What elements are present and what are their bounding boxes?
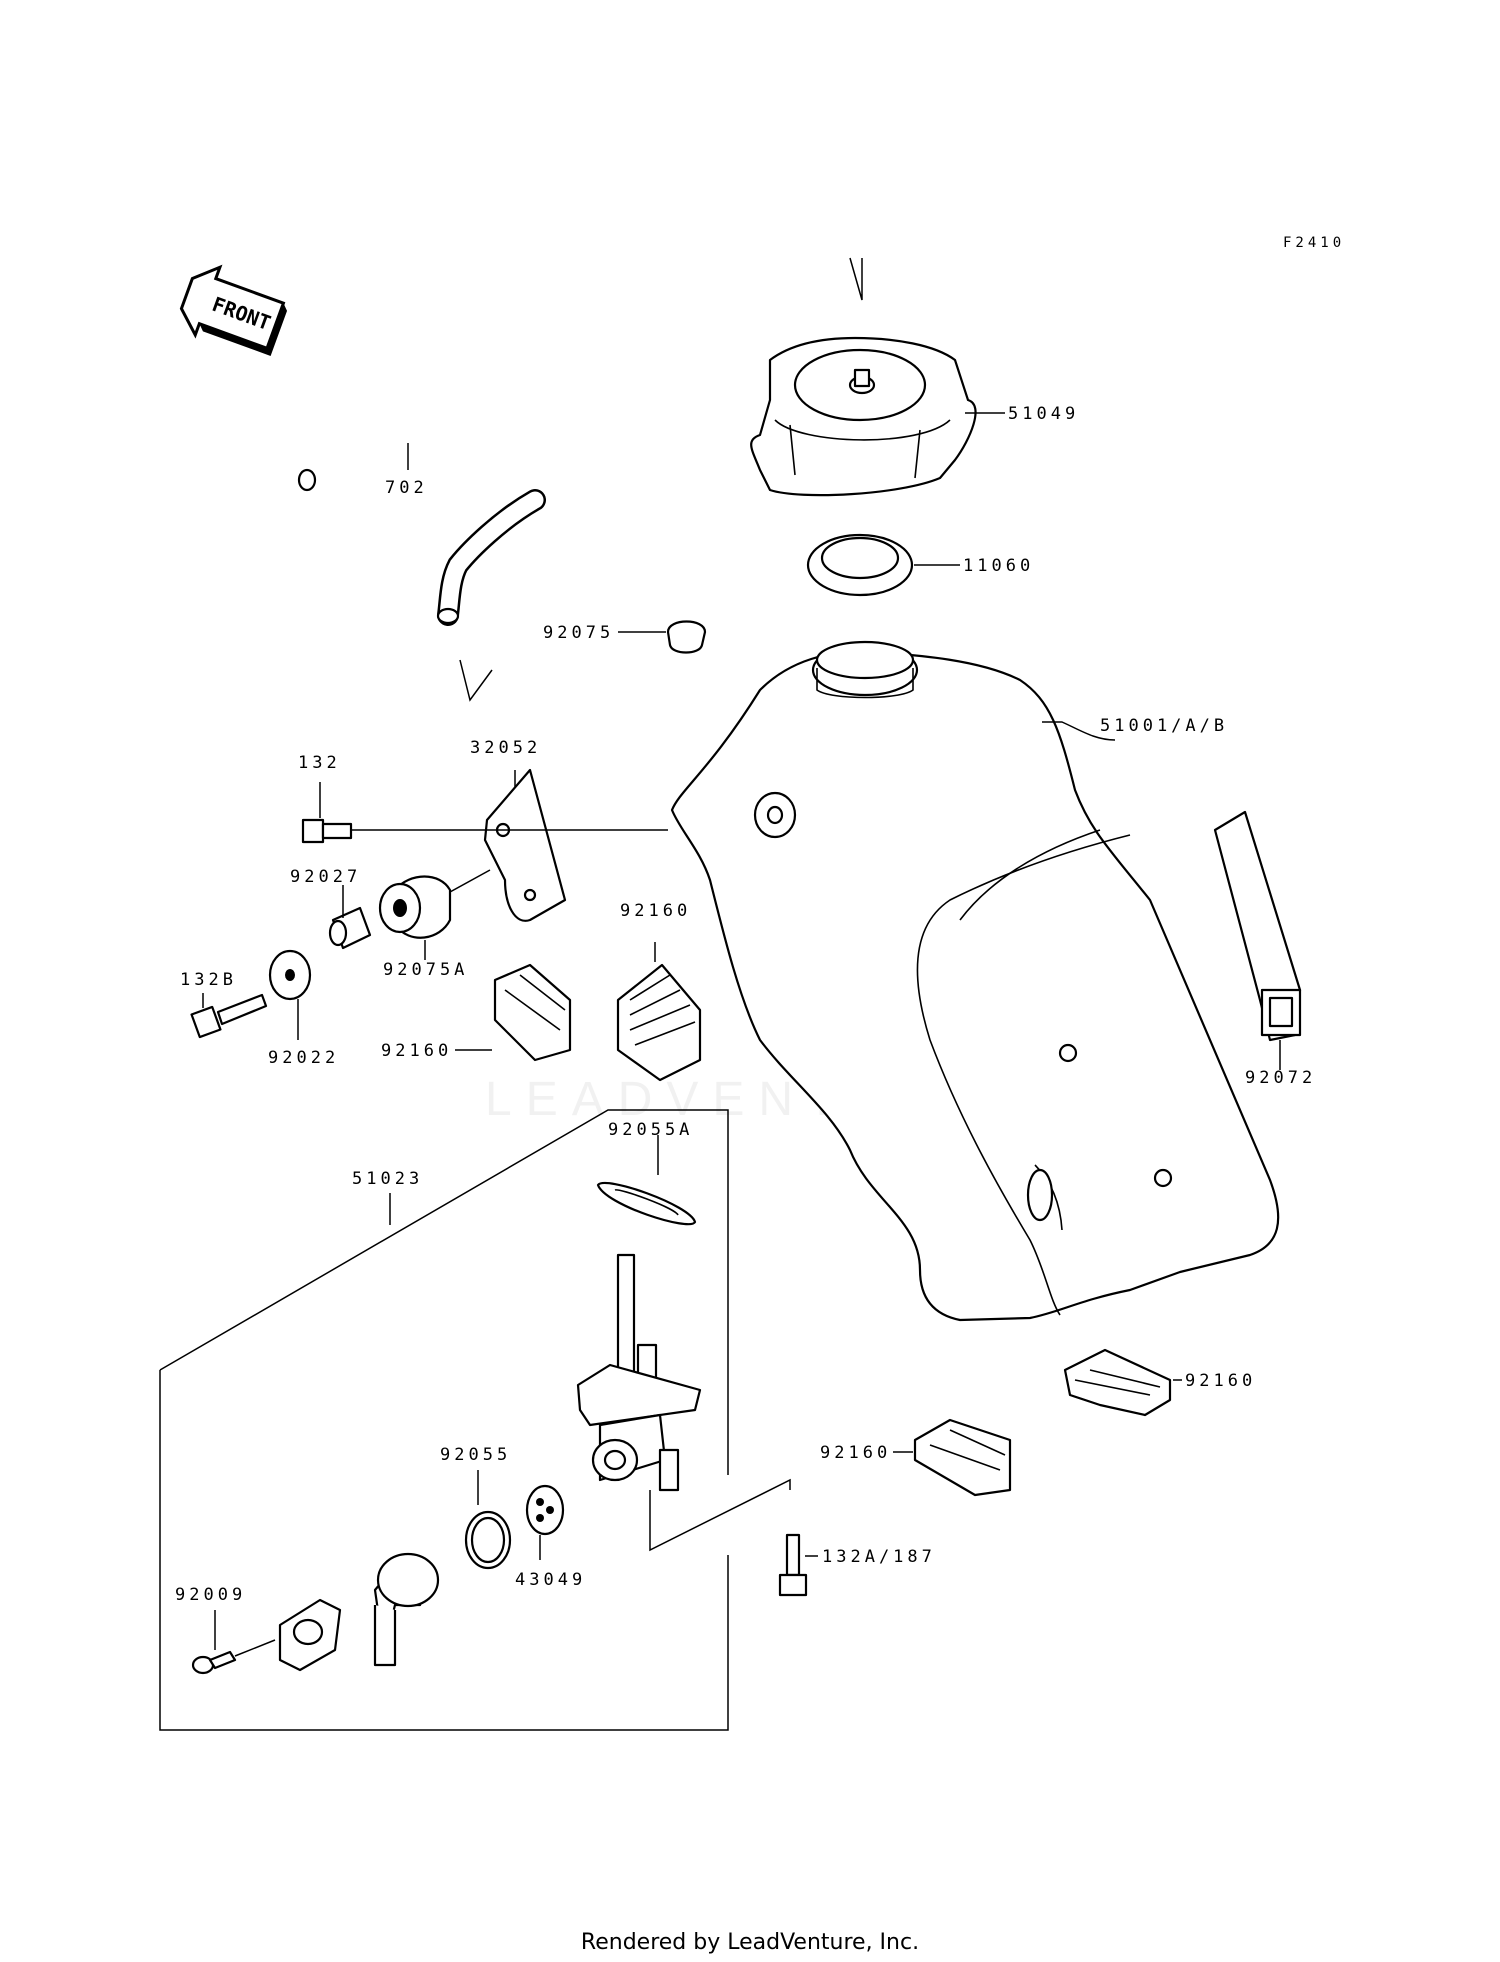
screw-92009 <box>191 1639 276 1675</box>
fuel-cock-assembly-box-51023 <box>159 1109 729 1731</box>
bolt-132 <box>301 818 353 844</box>
label-92022: 92022 <box>268 1048 339 1068</box>
cap-gasket-11060 <box>806 533 914 597</box>
strainer-pipe <box>373 1552 440 1667</box>
label-11060: 11060 <box>963 556 1034 576</box>
label-132B: 132B <box>180 970 237 990</box>
filter-disc-43049 <box>525 1484 565 1536</box>
label-92055: 92055 <box>440 1445 511 1465</box>
rubber-cap-92075 <box>666 620 707 654</box>
breather-hose-702 <box>296 257 863 702</box>
bracket-32052 <box>483 768 567 922</box>
label-92160-c: 92160 <box>1185 1371 1256 1391</box>
fuel-cap-51049 <box>750 336 977 497</box>
bolt-132A-187 <box>778 1533 808 1597</box>
bolt-132B <box>190 993 268 1039</box>
label-92160-b: 92160 <box>381 1041 452 1061</box>
fuel-cock-body <box>576 1253 702 1492</box>
label-92055A: 92055A <box>608 1120 693 1140</box>
label-702: 702 <box>385 478 428 498</box>
label-92160-a: 92160 <box>620 901 691 921</box>
label-92072: 92072 <box>1245 1068 1316 1088</box>
label-132A-187: 132A/187 <box>822 1547 936 1567</box>
label-32052: 32052 <box>470 738 541 758</box>
rubber-pad-92160-upper <box>616 963 702 1082</box>
label-132: 132 <box>298 753 341 773</box>
label-92009: 92009 <box>175 1585 246 1605</box>
label-92075A: 92075A <box>383 960 468 980</box>
washer-92022 <box>268 949 312 1001</box>
damper-92075A <box>378 869 491 939</box>
label-92075: 92075 <box>543 623 614 643</box>
footer-credit: Rendered by LeadVenture, Inc. <box>580 1930 920 1955</box>
fuel-tank-51001 <box>670 640 1280 1322</box>
collar-92027 <box>328 906 372 950</box>
label-92160-d: 92160 <box>820 1443 891 1463</box>
label-51001: 51001/A/B <box>1100 716 1228 736</box>
rubber-pad-92160-right <box>1063 1348 1172 1417</box>
o-ring-92055 <box>464 1510 512 1570</box>
tank-strap-92072 <box>1213 810 1302 1042</box>
figure-reference: F2410 <box>1283 235 1345 251</box>
lever-plate <box>278 1598 342 1672</box>
label-51023: 51023 <box>352 1169 423 1189</box>
gasket-92055A <box>596 1182 697 1226</box>
label-92027: 92027 <box>290 867 361 887</box>
label-51049: 51049 <box>1008 404 1079 424</box>
rubber-pad-92160-center <box>913 1418 1012 1497</box>
label-43049: 43049 <box>515 1570 586 1590</box>
front-direction-arrow: FRONT <box>179 264 288 356</box>
rubber-pad-92160-left <box>493 963 572 1062</box>
